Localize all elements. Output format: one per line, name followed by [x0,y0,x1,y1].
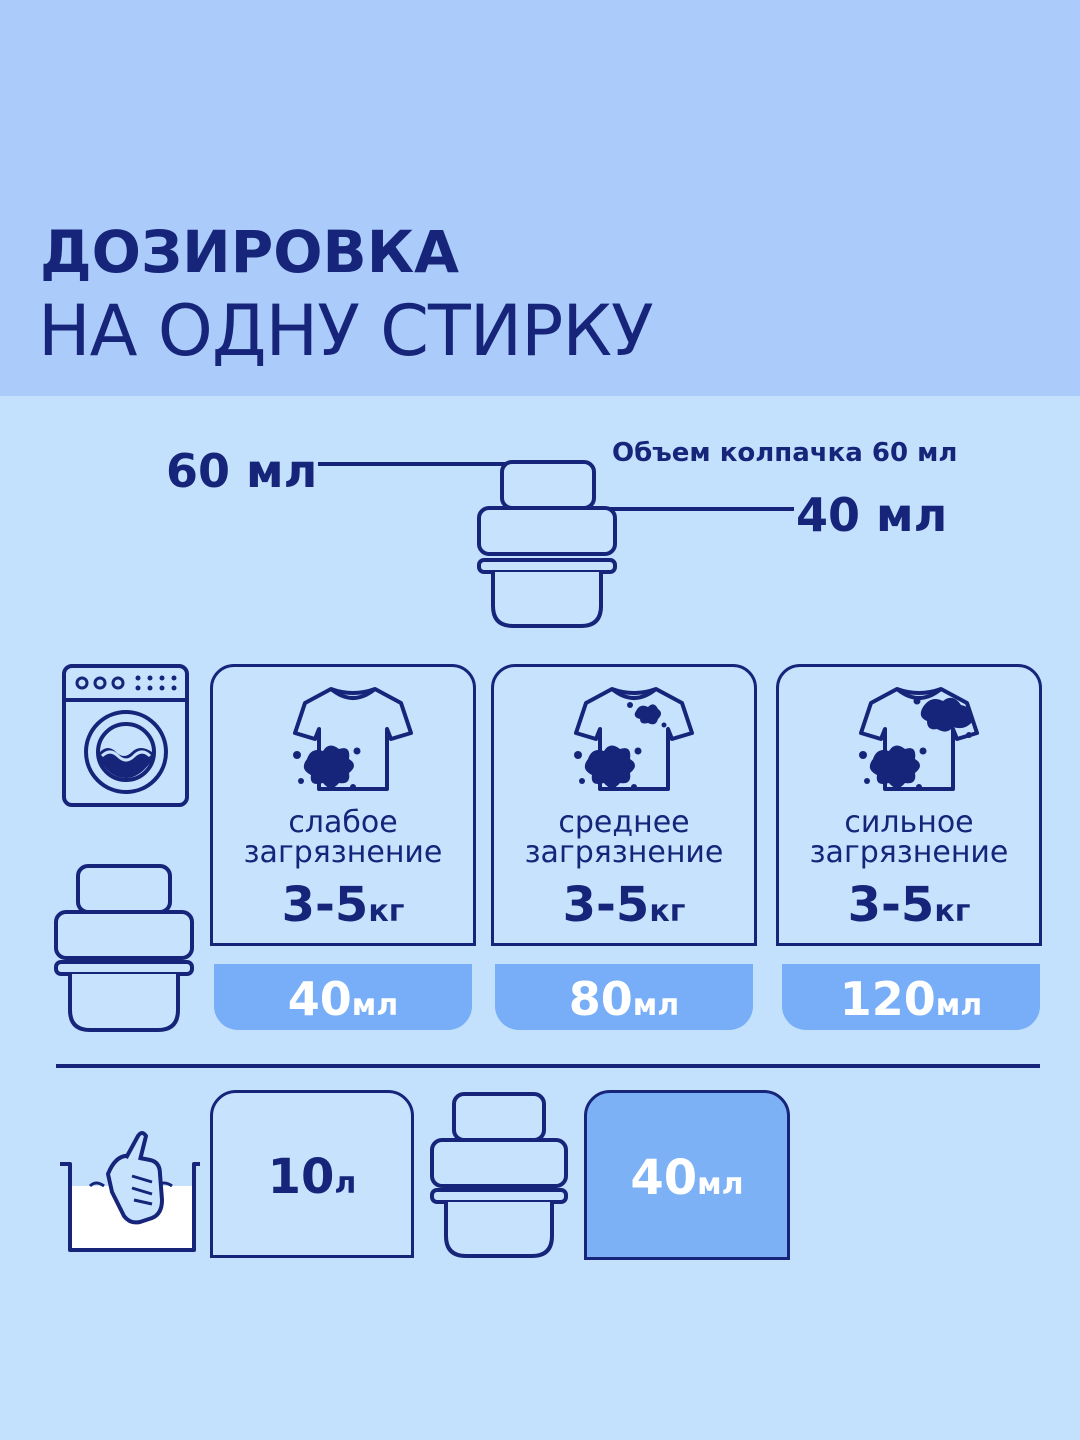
dirt-level-card-medium: среднее загрязнение 3-5кг [491,664,757,946]
tshirt-icon [859,687,979,791]
card-line2: загрязнение [524,835,724,870]
card-weight: 3-5кг [281,877,405,933]
hand-wash-basin-icon [60,1131,200,1252]
card-line1: слабое [288,805,398,840]
dose-pill-medium: 80мл [495,964,753,1030]
stain-icon [859,745,927,790]
measuring-cap-icon [54,864,194,1032]
dirt-level-card-heavy: сильное загрязнение 3-5кг [776,664,1042,946]
dirt-level-card-light: слабое загрязнение 3-5кг [210,664,476,946]
tshirt-icon [574,687,694,791]
dose-pill-heavy: 120мл [782,964,1040,1030]
card-line2: загрязнение [809,835,1009,870]
tshirt-icon [293,687,413,791]
water-volume-box: 10л [210,1090,414,1258]
cap-mark-40: 40 мл [796,488,948,542]
card-weight: 3-5кг [562,877,686,933]
stain-icon [293,745,361,790]
measuring-cap-diagram [318,460,794,628]
dose-pill-light: 40мл [214,964,472,1030]
stain-icon [627,702,667,728]
hand-wash-dose-box: 40мл [584,1090,790,1260]
washing-machine-icon [62,664,189,807]
section-divider [56,1064,1040,1068]
card-weight: 3-5кг [847,877,971,933]
header-band [0,0,1080,396]
stain-icon [913,697,973,738]
page-subtitle: НА ОДНУ СТИРКУ [38,290,654,372]
cap-volume-label: Объем колпачка 60 мл [612,438,958,468]
card-line1: сильное [844,805,974,840]
measuring-cap-icon [477,460,617,628]
card-line1: среднее [558,805,690,840]
cap-mark-60: 60 мл [166,444,318,498]
measuring-cap-icon [430,1092,568,1258]
page-title: ДОЗИРОВКА [40,218,460,286]
card-line2: загрязнение [243,835,443,870]
stain-icon [574,745,642,790]
